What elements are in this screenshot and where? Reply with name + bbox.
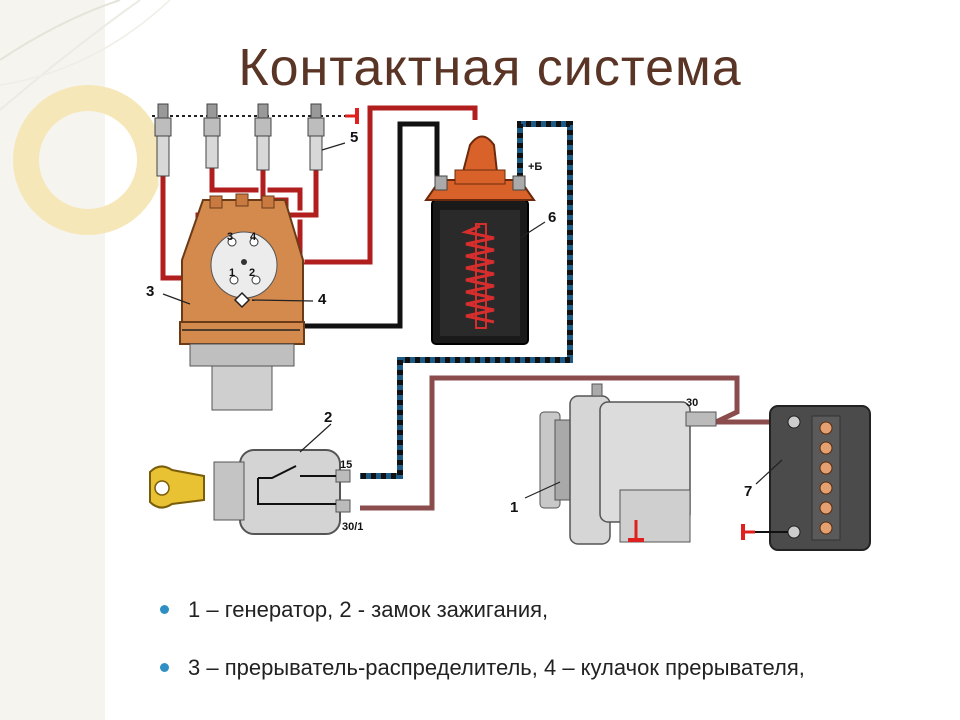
spark-plug-4 (307, 103, 325, 171)
decor-ring (13, 85, 163, 235)
ignition-switch-wire (360, 121, 573, 479)
battery-negative-terminal (787, 525, 801, 539)
decor-curve-1 (0, 0, 121, 61)
distributor-terminal-4: 4 (250, 231, 257, 243)
ignition-diagram: 3 4 1 2 +Б 15 30/1 (146, 103, 871, 551)
distributor-terminal-1: 1 (229, 267, 235, 279)
ignition-switch (149, 449, 351, 535)
spark-plugs (152, 103, 359, 177)
callout-1: 1 (510, 499, 518, 516)
breaker-cam (233, 291, 251, 309)
switch-terminal-30-1: 30/1 (342, 521, 363, 533)
ignition-key-icon (149, 465, 205, 509)
spark-plug-1 (154, 103, 172, 177)
spark-plug-2 (203, 103, 221, 169)
callout-4: 4 (318, 291, 327, 308)
coil-to-breaker-wire (305, 121, 440, 329)
battery (741, 405, 871, 551)
legend-text: 1 – генератор, 2 - замок зажигания, (188, 597, 549, 622)
bullet-dot (160, 663, 169, 672)
ignition-coil (424, 135, 536, 345)
coil-plus-terminal-label: +Б (528, 161, 542, 173)
slide-title: Контактная система (238, 39, 742, 97)
legend-text: 3 – прерыватель-распределитель, 4 – кула… (188, 655, 805, 680)
callout-leaders (162, 142, 783, 499)
battery-positive-terminal (787, 415, 801, 429)
ground-symbol-plugs (345, 108, 359, 124)
distributor-terminal-2: 2 (249, 267, 255, 279)
generator-terminal-30: 30 (686, 397, 698, 409)
distributor (179, 193, 305, 411)
decor-curve-3 (0, 0, 171, 86)
distributor-terminal-3: 3 (227, 231, 233, 243)
callout-6: 6 (548, 209, 556, 226)
callout-7: 7 (744, 483, 752, 500)
switch-terminal-15: 15 (340, 459, 352, 471)
decor-curve-2 (0, 0, 141, 111)
callout-5: 5 (350, 129, 358, 146)
spark-plug-3 (254, 103, 272, 171)
generator (539, 383, 717, 545)
legend-item: 3 – прерыватель-распределитель, 4 – кула… (156, 654, 916, 682)
callout-3: 3 (146, 283, 154, 300)
legend-item: 1 – генератор, 2 - замок зажигания, (156, 596, 916, 624)
legend-list: 1 – генератор, 2 - замок зажигания, 3 – … (156, 596, 916, 712)
callout-2: 2 (324, 409, 332, 426)
bullet-dot (160, 605, 169, 614)
